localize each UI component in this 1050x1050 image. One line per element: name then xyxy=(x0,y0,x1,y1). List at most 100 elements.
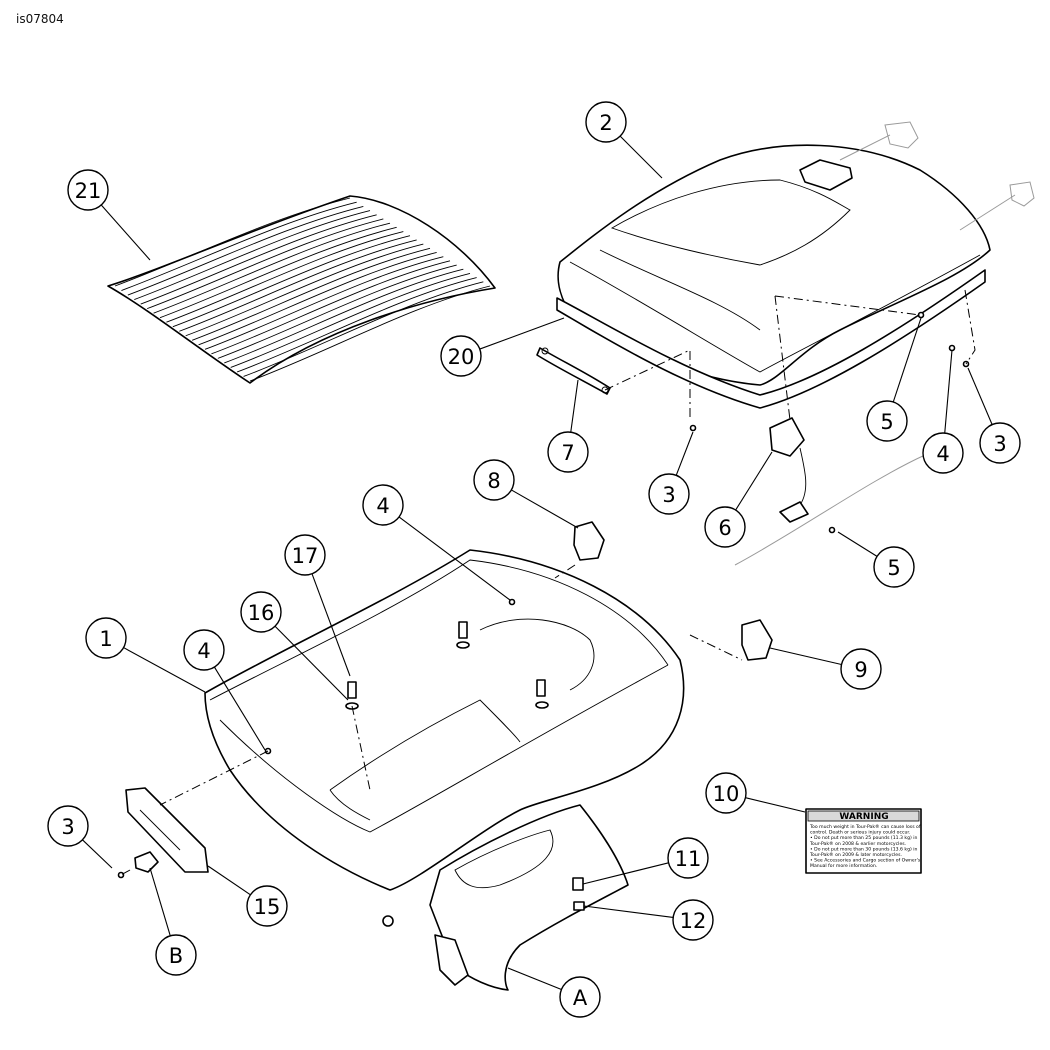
part-hinge-8 xyxy=(573,521,605,561)
callout-circle xyxy=(240,591,282,633)
leader-line xyxy=(944,349,953,434)
callout-circle xyxy=(67,169,109,211)
callout-c11: 11 xyxy=(667,837,709,879)
callout-number: 3 xyxy=(993,432,1006,456)
callout-circle xyxy=(47,805,89,847)
callout-number: 4 xyxy=(197,639,210,663)
callout-number: 20 xyxy=(448,345,475,369)
callout-number: 4 xyxy=(936,442,949,466)
callout-c21: 21 xyxy=(67,169,109,211)
warning-label-line: Tour-Pak® on 2008 & earlier motorcycles. xyxy=(809,840,906,847)
callout-circle xyxy=(559,976,601,1018)
callout-number: 7 xyxy=(561,441,574,465)
part-lock xyxy=(134,851,159,873)
callout-c12: 12 xyxy=(672,899,714,941)
callout-circle xyxy=(473,459,515,501)
callout-cA: A xyxy=(559,976,601,1018)
warning-label: WARNING Too much weight in Tour-Pak® can… xyxy=(805,808,922,874)
callout-circle xyxy=(705,772,747,814)
callout-c4a: 4 xyxy=(183,629,225,671)
warning-label-line: control. Death or serious injury could o… xyxy=(810,830,910,836)
leader-line xyxy=(82,839,113,869)
callout-c2: 2 xyxy=(585,101,627,143)
callout-number: 1 xyxy=(99,627,112,651)
leader-line xyxy=(619,135,663,179)
leader-line xyxy=(582,862,669,885)
leader-line xyxy=(837,531,878,557)
callout-c20: 20 xyxy=(440,335,482,377)
callout-number: 4 xyxy=(376,494,389,518)
callout-circle xyxy=(672,899,714,941)
callout-c5a: 5 xyxy=(866,400,908,442)
part-light xyxy=(734,417,926,566)
leader-line xyxy=(274,625,349,701)
callout-circle xyxy=(667,837,709,879)
callout-circle xyxy=(284,534,326,576)
callout-number: 21 xyxy=(75,179,102,203)
callout-circle xyxy=(183,629,225,671)
callout-c3b: 3 xyxy=(648,473,690,515)
warning-label-line: • Do not put more than 25 pounds (11.3 k… xyxy=(810,835,918,841)
leader-line xyxy=(967,367,993,425)
callout-c5b: 5 xyxy=(873,546,915,588)
callout-number: 16 xyxy=(248,601,275,625)
callout-number: 2 xyxy=(599,111,612,135)
callout-circle xyxy=(85,617,127,659)
callout-number: 9 xyxy=(854,658,867,682)
leader-line xyxy=(149,867,171,936)
leader-line xyxy=(213,666,266,751)
callout-circle xyxy=(246,885,288,927)
callout-number: 5 xyxy=(880,410,893,434)
part-mat xyxy=(107,195,496,384)
callout-number: 5 xyxy=(887,556,900,580)
leader-line xyxy=(207,865,251,896)
callout-circle xyxy=(155,934,197,976)
leader-line xyxy=(745,797,806,813)
part-mount-bracket xyxy=(382,804,629,991)
callout-c1: 1 xyxy=(85,617,127,659)
callout-c17: 17 xyxy=(284,534,326,576)
callout-leaders xyxy=(82,135,993,991)
warning-label-title: WARNING xyxy=(839,812,888,822)
leader-line xyxy=(769,647,842,666)
callout-number: 15 xyxy=(254,895,281,919)
leader-line xyxy=(892,317,922,403)
part-bolt-11 xyxy=(572,877,584,891)
callout-number: 11 xyxy=(675,847,702,871)
warning-label-line: • See Accessories and Cargo section of O… xyxy=(810,858,921,864)
leader-line xyxy=(123,647,206,693)
leader-line xyxy=(511,489,579,529)
leader-line xyxy=(735,451,773,511)
callout-c3c: 3 xyxy=(979,422,1021,464)
callout-c16: 16 xyxy=(240,591,282,633)
callout-c10: 10 xyxy=(705,772,747,814)
callout-c4b: 4 xyxy=(362,484,404,526)
callout-c3a: 3 xyxy=(47,805,89,847)
part-strap xyxy=(536,347,611,395)
callout-number: 8 xyxy=(487,469,500,493)
callout-circle xyxy=(704,506,746,548)
callout-circle xyxy=(866,400,908,442)
warning-label-line: Tour-Pak® on 2009 & later motorcycles. xyxy=(809,851,902,858)
part-lid xyxy=(556,121,1035,409)
callout-c15: 15 xyxy=(246,885,288,927)
callout-number: 3 xyxy=(662,483,675,507)
part-case xyxy=(204,549,685,891)
callout-circle xyxy=(840,648,882,690)
leader-line xyxy=(675,431,694,476)
part-latch-handle xyxy=(125,787,209,873)
leader-line xyxy=(398,516,511,601)
callout-number: B xyxy=(169,944,183,968)
callout-number: 3 xyxy=(61,815,74,839)
callout-circle xyxy=(873,546,915,588)
part-nut-12 xyxy=(573,901,585,911)
leader-line xyxy=(570,379,579,433)
callout-number: 6 xyxy=(718,516,731,540)
callout-c6: 6 xyxy=(704,506,746,548)
callout-circle xyxy=(922,432,964,474)
callout-number: 12 xyxy=(680,909,707,933)
callout-circle xyxy=(648,473,690,515)
warning-label-line: Too much weight in Tour-Pak® can cause l… xyxy=(809,823,921,830)
leader-line xyxy=(583,905,674,918)
